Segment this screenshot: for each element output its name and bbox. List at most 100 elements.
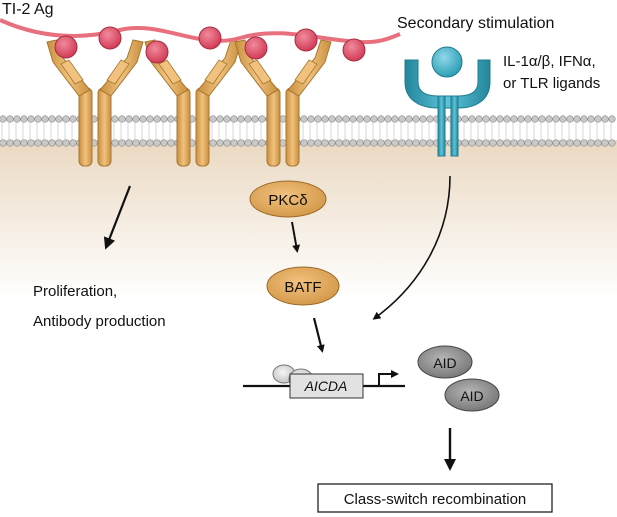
membrane-lipid-head (559, 139, 567, 147)
arrow-secondary-to-aicda (372, 175, 451, 320)
membrane-lipid-head (391, 139, 399, 147)
membrane-lipid-head (468, 115, 476, 123)
membrane-lipid-head (300, 115, 308, 123)
antigen-strand (0, 18, 401, 45)
membrane-lipid-head (398, 115, 406, 123)
membrane-lipid-head (468, 139, 476, 147)
membrane-lipid-head (531, 139, 539, 147)
membrane-lipid-head (251, 115, 259, 123)
membrane-lipid-head (62, 115, 70, 123)
membrane-lipid-head (160, 139, 168, 147)
membrane-lipid-head (216, 115, 224, 123)
promoter-arrow-icon (378, 370, 399, 386)
membrane-lipid-head (545, 139, 553, 147)
arrow-to-proliferation (103, 185, 132, 250)
aicda-gene-label: AICDA (304, 378, 348, 394)
membrane-lipid-head (587, 115, 595, 123)
membrane-lipid-head (489, 139, 497, 147)
secondary-receptor (404, 59, 491, 157)
membrane-lipid-head (125, 115, 133, 123)
membrane-lipid-head (153, 139, 161, 147)
membrane-lipid-head (580, 139, 588, 147)
aid-node-2 (444, 378, 500, 412)
pkc-delta-node (249, 180, 327, 218)
membrane-lipid-head (69, 139, 77, 147)
membrane-lipid-head (55, 139, 63, 147)
membrane-lipid-head (34, 139, 42, 147)
membrane-lipid-head (349, 115, 357, 123)
membrane-lipid-head (13, 115, 21, 123)
membrane-lipid-head (580, 115, 588, 123)
membrane-lipid-head (552, 139, 560, 147)
antigen-epitope (294, 28, 318, 52)
membrane-lipid-head (356, 139, 364, 147)
membrane-lipid-head (412, 115, 420, 123)
membrane-lipid-head (146, 139, 154, 147)
antigen-epitopes (54, 26, 366, 64)
membrane-lipid-head (573, 139, 581, 147)
secondary-stimulation-label: Secondary stimulation (397, 15, 554, 32)
membrane-lipid-head (209, 139, 217, 147)
membrane-lipid-head (608, 115, 616, 123)
antigen-epitope (145, 40, 169, 64)
membrane-core (0, 122, 617, 140)
membrane-lipid-head (328, 115, 336, 123)
csr-label: Class-switch recombination (344, 491, 527, 508)
antigen-epitope (54, 35, 78, 59)
membrane-lipid-head (538, 115, 546, 123)
arrow-pkc-to-batf (291, 221, 301, 253)
membrane-lipid-head (426, 115, 434, 123)
antigen-label: TI-2 Ag (2, 1, 54, 18)
membrane-lipid-head (27, 115, 35, 123)
membrane-lipid-head (538, 139, 546, 147)
ligands-label-line1: IL-1α/β, IFNα, (503, 53, 596, 70)
membrane-lipid-head (489, 115, 497, 123)
membrane-lipid-head (377, 115, 385, 123)
membrane-lipid-head (153, 115, 161, 123)
membrane-lipid-head (510, 115, 518, 123)
membrane-lipid-head (545, 115, 553, 123)
membrane-lipid-head (6, 115, 14, 123)
antigen-epitope (342, 38, 366, 62)
membrane-lipid-head (405, 115, 413, 123)
membrane-lipid-head (41, 115, 49, 123)
membrane-lipid-head (314, 139, 322, 147)
membrane-lipid-head (566, 139, 574, 147)
membrane-lipid-head (111, 139, 119, 147)
membrane-lipid-head (251, 139, 259, 147)
membrane-lipid-head (328, 139, 336, 147)
membrane-lipid-head (146, 115, 154, 123)
membrane-lipid-head (258, 115, 266, 123)
membrane-lipid-head (531, 115, 539, 123)
membrane-lipid-head (41, 139, 49, 147)
membrane-lipid-head (139, 139, 147, 147)
membrane-lipid-head (223, 139, 231, 147)
membrane-lipid-head (377, 139, 385, 147)
membrane-lipid-head (482, 115, 490, 123)
membrane-lipid-head (279, 139, 287, 147)
membrane-lipid-head (0, 115, 7, 123)
membrane-lipid-head (125, 139, 133, 147)
membrane-lipid-head (608, 139, 616, 147)
membrane-lipid-head (55, 115, 63, 123)
membrane-lipid-head (573, 115, 581, 123)
membrane-lipid-head (419, 115, 427, 123)
ligands-label-line2: or TLR ligands (503, 75, 600, 92)
antigen-epitope (244, 36, 268, 60)
membrane-lipid-head (307, 139, 315, 147)
membrane-lipid-head (132, 139, 140, 147)
secondary-ligand (431, 46, 463, 78)
membrane-lipid-head (223, 115, 231, 123)
membrane-lipid-head (461, 139, 469, 147)
membrane-lipid-head (524, 115, 532, 123)
csr-box (317, 483, 553, 513)
membrane-lipid-head (321, 139, 329, 147)
membrane-lipid-head (559, 115, 567, 123)
aid-node-1 (417, 345, 473, 379)
membrane-lipid-head (510, 139, 518, 147)
membrane-lipid-head (118, 115, 126, 123)
membrane-lipid-head (34, 115, 42, 123)
batf-label: BATF (284, 279, 321, 296)
